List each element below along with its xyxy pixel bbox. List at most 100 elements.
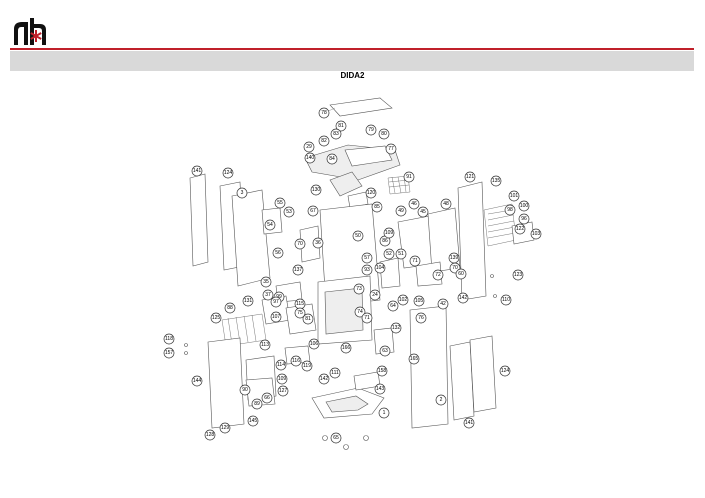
svg-text:165: 165 [410,356,419,362]
callout: 96 [518,213,530,225]
svg-text:89: 89 [254,401,260,407]
callout: 91 [403,171,415,183]
callout: 142 [457,292,469,304]
svg-text:24: 24 [372,292,378,298]
callout: 71 [409,255,421,267]
callout: 45 [417,206,429,218]
callout: 81 [302,313,314,325]
svg-text:104: 104 [376,265,385,271]
svg-text:93: 93 [364,267,370,273]
callout: 71 [361,312,373,324]
callout: 56 [272,247,284,259]
callout: 105 [413,295,425,307]
callout: 53 [283,206,295,218]
callout: 131 [242,295,254,307]
callout: 74 [354,306,366,318]
callout: 145 [247,415,259,427]
callout: 42 [437,298,449,310]
callout: 36 [312,237,324,249]
svg-text:124: 124 [224,170,233,176]
svg-text:141: 141 [193,168,202,174]
callout: 139 [448,252,460,264]
svg-text:125: 125 [212,315,221,321]
callout: 142 [318,373,330,385]
callout: 90 [239,384,251,396]
callout: 78 [318,107,336,119]
callout: 81 [335,120,347,132]
callout: 57 [361,252,373,264]
svg-text:109: 109 [385,230,394,236]
svg-text:111: 111 [331,370,339,376]
callout: 122 [514,223,526,235]
svg-text:113: 113 [261,342,269,348]
svg-text:129: 129 [221,425,230,431]
callout: 50 [352,230,364,242]
callout: 54 [264,219,276,231]
callout: 111 [329,367,341,379]
svg-text:120: 120 [367,190,376,196]
callout: 48 [440,198,452,210]
callout-bubbles: 78 81 79 83 80 82 29 77 140 84 91 130 12… [163,107,542,444]
svg-text:127: 127 [279,388,288,394]
brand-logo-icon [14,18,46,45]
callout: 140 [304,152,316,164]
callout: 106 [308,338,320,350]
svg-text:130: 130 [312,187,321,193]
callout: 115 [294,298,306,310]
svg-text:116: 116 [292,358,300,364]
svg-text:52: 52 [386,251,392,257]
callout: 85 [371,201,383,213]
svg-text:82: 82 [321,138,327,144]
callout: 120 [365,187,377,199]
svg-text:102: 102 [399,297,408,303]
callout: 114 [275,359,287,371]
callout: 79 [365,124,377,136]
svg-text:139: 139 [450,255,459,261]
svg-text:57: 57 [364,255,370,261]
fasteners [184,274,497,450]
svg-text:29: 29 [306,144,312,150]
callout: 51 [395,248,407,260]
callout: 73 [353,283,365,295]
callout: 72 [432,269,444,281]
callout: 83 [330,128,342,140]
callout: 103 [530,228,542,240]
svg-text:74: 74 [357,309,363,315]
svg-text:35: 35 [263,279,269,285]
svg-text:118: 118 [165,336,173,342]
callout: 116 [290,355,302,367]
callout: 101 [508,190,520,202]
callout: 121 [464,171,476,183]
callout: 141 [463,417,475,429]
callout: 49 [395,205,407,217]
callout: 66 [261,392,273,404]
callout: 141 [191,165,203,177]
svg-text:110: 110 [502,297,510,303]
svg-text:141: 141 [465,420,474,426]
svg-text:135: 135 [492,178,501,184]
svg-text:50: 50 [355,233,361,239]
svg-text:166: 166 [342,345,351,351]
svg-text:105: 105 [415,298,424,304]
svg-text:119: 119 [303,363,311,369]
callout: 125 [210,312,222,324]
svg-text:158: 158 [378,368,387,374]
callout: 109 [383,227,395,239]
svg-text:83: 83 [333,131,339,137]
svg-text:86: 86 [382,238,388,244]
svg-text:48: 48 [443,201,449,207]
callout: 77 [385,143,397,155]
callout: 93 [361,264,373,276]
callout: 118 [163,333,175,345]
svg-text:115: 115 [296,301,304,307]
svg-text:49: 49 [398,208,404,214]
callout: 75 [294,307,306,319]
callout: 144 [191,375,203,387]
svg-text:53: 53 [286,209,292,215]
callout: 119 [301,360,313,372]
svg-text:99: 99 [276,294,282,300]
callout: 98 [504,204,516,216]
callout: 110 [500,294,512,306]
callout: 65 [330,432,342,444]
callout: 67 [307,205,319,217]
